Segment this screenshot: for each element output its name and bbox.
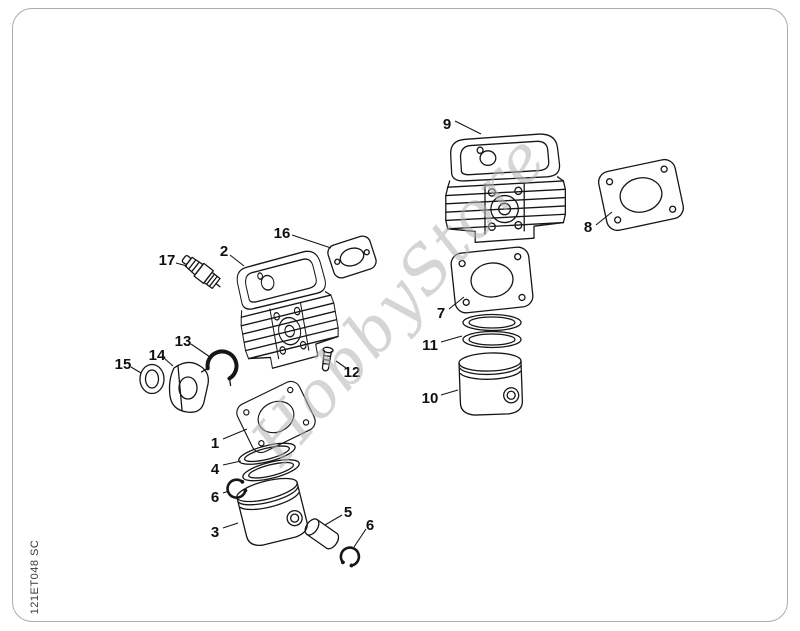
piston-3-drawing xyxy=(234,473,311,550)
leader-line xyxy=(222,490,230,494)
cylinder-2-drawing xyxy=(229,247,344,374)
callout-3: 3 xyxy=(211,524,219,541)
leader-line xyxy=(353,528,367,548)
cylinder-gasket-8-drawing xyxy=(595,156,687,234)
doc-code-text: 121ET048 SC xyxy=(29,539,41,615)
spark-plug-17-drawing xyxy=(178,251,226,294)
callout-7: 7 xyxy=(437,305,445,322)
callout-4: 4 xyxy=(211,461,220,478)
piston-rings-11-drawing xyxy=(462,313,522,349)
piston-10-drawing xyxy=(458,351,524,417)
leader-line xyxy=(448,296,465,310)
manifold-14-drawing xyxy=(168,361,209,413)
callout-15: 15 xyxy=(115,356,132,373)
callout-14: 14 xyxy=(149,347,166,364)
wrist-pin-5-drawing xyxy=(301,515,342,552)
parts-layer xyxy=(139,133,687,571)
leader-line xyxy=(324,514,343,526)
circlip-6-right-drawing xyxy=(335,543,364,571)
callout-2: 2 xyxy=(220,243,228,260)
callout-10: 10 xyxy=(422,390,439,407)
callout-8: 8 xyxy=(584,219,592,236)
callout-5: 5 xyxy=(344,504,352,521)
leader-line xyxy=(335,360,347,369)
leader-line xyxy=(175,262,188,267)
leader-lines xyxy=(130,120,613,548)
piston-rings-4-drawing xyxy=(236,438,302,486)
leader-line xyxy=(440,389,459,396)
leader-line xyxy=(222,460,242,466)
leader-line xyxy=(440,335,463,343)
callout-6-left: 6 xyxy=(211,489,219,506)
leader-line xyxy=(454,120,482,135)
leader-line xyxy=(229,254,245,267)
cylinder-9-drawing xyxy=(445,133,567,243)
callout-9: 9 xyxy=(443,116,451,133)
leader-line xyxy=(222,522,239,529)
cylinder-gasket-7-drawing xyxy=(449,245,535,315)
callout-12: 12 xyxy=(344,364,361,381)
callout-16: 16 xyxy=(274,225,291,242)
callout-11: 11 xyxy=(422,337,438,354)
callout-6-right: 6 xyxy=(366,517,374,534)
cap-15-drawing xyxy=(139,363,165,395)
leader-line xyxy=(595,211,613,226)
screw-12-drawing xyxy=(319,346,334,373)
exhaust-gasket-16-drawing xyxy=(325,233,379,281)
callout-labels: 9 8 7 11 10 12 16 2 17 13 14 15 1 4 6 3 … xyxy=(115,116,593,541)
leader-line xyxy=(190,343,211,358)
callout-17: 17 xyxy=(159,252,176,269)
leader-line xyxy=(130,366,142,374)
callout-13: 13 xyxy=(175,333,192,350)
leader-line xyxy=(163,357,174,367)
callout-1: 1 xyxy=(211,435,219,452)
leader-line xyxy=(222,428,248,440)
leader-line xyxy=(291,234,332,249)
